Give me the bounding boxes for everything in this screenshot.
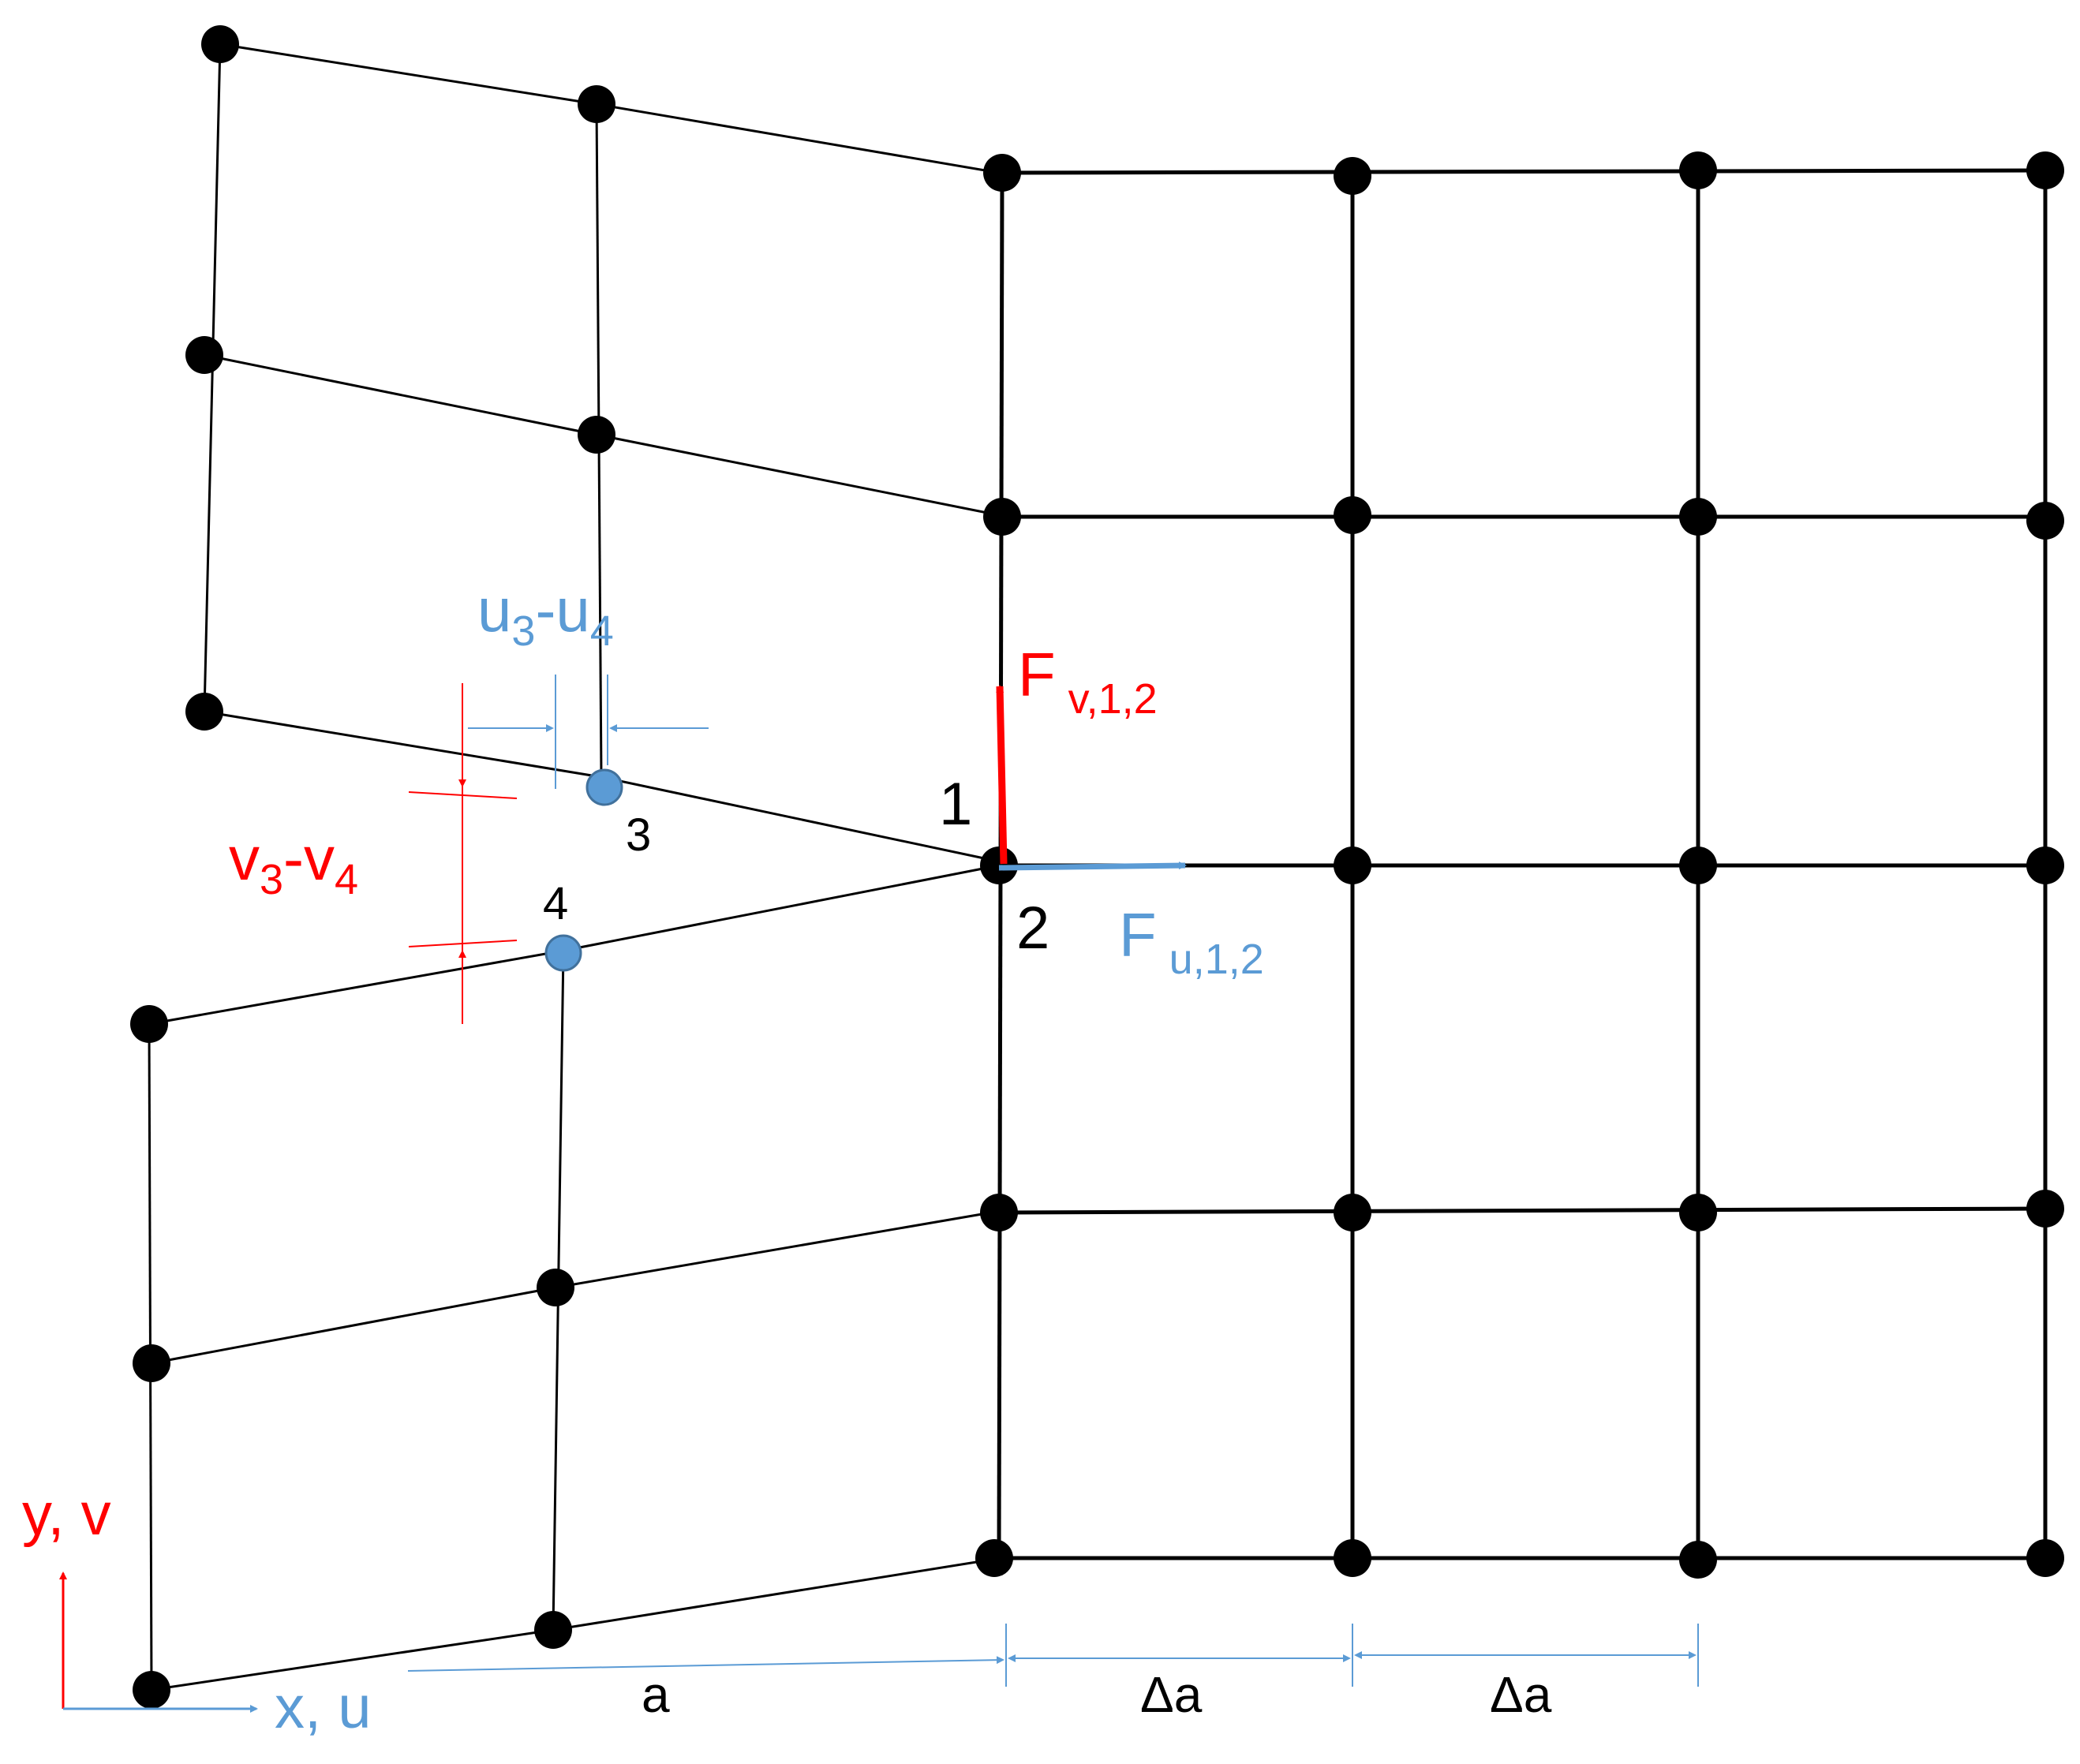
mesh-node <box>201 25 239 63</box>
mesh-node <box>534 1611 572 1649</box>
mesh-node <box>2026 1539 2064 1577</box>
v-diff-dimension <box>408 683 518 1024</box>
mesh-node <box>975 1539 1013 1577</box>
force-v-arrow <box>996 685 1008 865</box>
mesh-node <box>2026 151 2064 189</box>
node-label-4: 4 <box>543 878 568 929</box>
u-diff-dimension <box>468 675 709 789</box>
mesh-node <box>133 1671 170 1709</box>
mesh-node <box>1679 498 1717 536</box>
mesh-nodes <box>130 25 2064 1709</box>
mesh-node <box>983 154 1021 192</box>
dimension-delta-a-label-2: Δa <box>1490 1666 1552 1723</box>
upper-deformed-mesh <box>203 43 1000 863</box>
mesh-node <box>1334 157 1371 195</box>
u-diff-label: u3-u4 <box>477 575 614 655</box>
mesh-node <box>1679 1194 1717 1231</box>
mesh-node <box>2026 502 2064 540</box>
mesh-node <box>185 336 223 374</box>
mesh-node <box>1679 1541 1717 1579</box>
mesh-node <box>1334 846 1371 884</box>
node-4 <box>544 934 582 972</box>
dimension-delta-a-label-1: Δa <box>1140 1666 1203 1723</box>
v-diff-label: v3-v4 <box>229 824 358 903</box>
mesh-node <box>578 416 615 454</box>
node-label-2: 2 <box>1016 895 1049 962</box>
dimension-a-label: a <box>642 1666 670 1723</box>
mesh-node <box>1334 496 1371 534</box>
mesh-node <box>980 1194 1018 1231</box>
node-label-1: 1 <box>939 771 972 838</box>
mesh-node <box>1334 1539 1371 1577</box>
mesh-node <box>1679 846 1717 884</box>
node-label-3: 3 <box>626 809 651 861</box>
force-u-arrow <box>998 861 1187 871</box>
mesh-node <box>578 85 615 123</box>
mesh-node <box>185 693 223 731</box>
node-3 <box>585 768 623 806</box>
mesh-node <box>983 498 1021 536</box>
bottom-dimensions <box>407 1624 1699 1687</box>
mesh-node <box>130 1005 168 1043</box>
lower-deformed-mesh <box>148 864 1000 1691</box>
mesh-node <box>133 1344 170 1382</box>
mesh-node <box>2026 846 2064 884</box>
mesh-node <box>2026 1190 2064 1228</box>
mesh-node <box>1679 151 1717 189</box>
x-axis-label: x, u <box>275 1674 372 1741</box>
mesh-node <box>1334 1194 1371 1231</box>
y-axis-label: y, v <box>22 1481 111 1548</box>
mesh-node <box>537 1269 574 1306</box>
